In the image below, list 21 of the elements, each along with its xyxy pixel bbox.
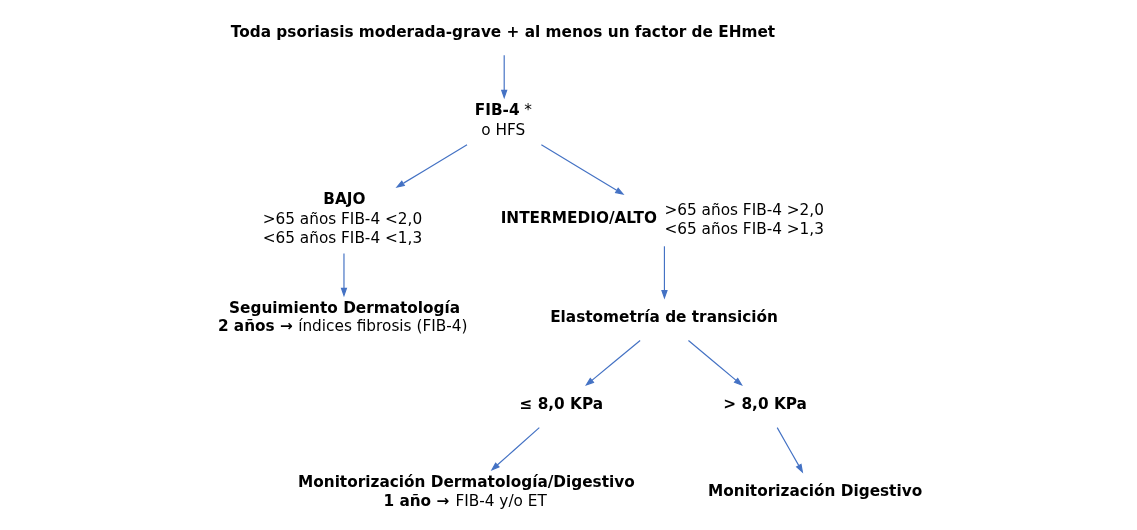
node-text: FIB-4* o HFS [474, 100, 532, 139]
node-label: <65 años FIB-4 >1,3 [663, 219, 824, 238]
node-text: Seguimiento Dermatología 2 años → índices fibrosis (FIB-4) [217, 298, 467, 336]
arrow [395, 144, 468, 188]
arrow [490, 427, 540, 471]
node-text: Monitorización Digestivo [707, 482, 922, 501]
arrow [340, 253, 347, 298]
arrow [660, 245, 668, 300]
node-text: Monitorización Dermatología/Digestivo 1 año → FIB-4 y/o ET [297, 472, 635, 510]
node-text: ≤ 8,0 KPa [519, 395, 603, 414]
arrow [540, 144, 624, 195]
node-label: >65 años FIB-4 >2,0 [663, 200, 824, 219]
node-text: BAJO >65 años FIB-4 <2,0 <65 años FIB-4 <1,3 [262, 190, 422, 248]
arrow [584, 339, 641, 387]
arrow [687, 339, 743, 387]
arrow [500, 54, 507, 100]
node-text: Elastometría de transición [549, 308, 778, 327]
node-text: Toda psoriasis moderada-grave + al menos un factor de EHmet [230, 22, 775, 41]
node-text: > 8,0 KPa [722, 395, 807, 414]
arrow [776, 427, 803, 474]
node-text: INTERMEDIO/ALTO [500, 209, 657, 228]
